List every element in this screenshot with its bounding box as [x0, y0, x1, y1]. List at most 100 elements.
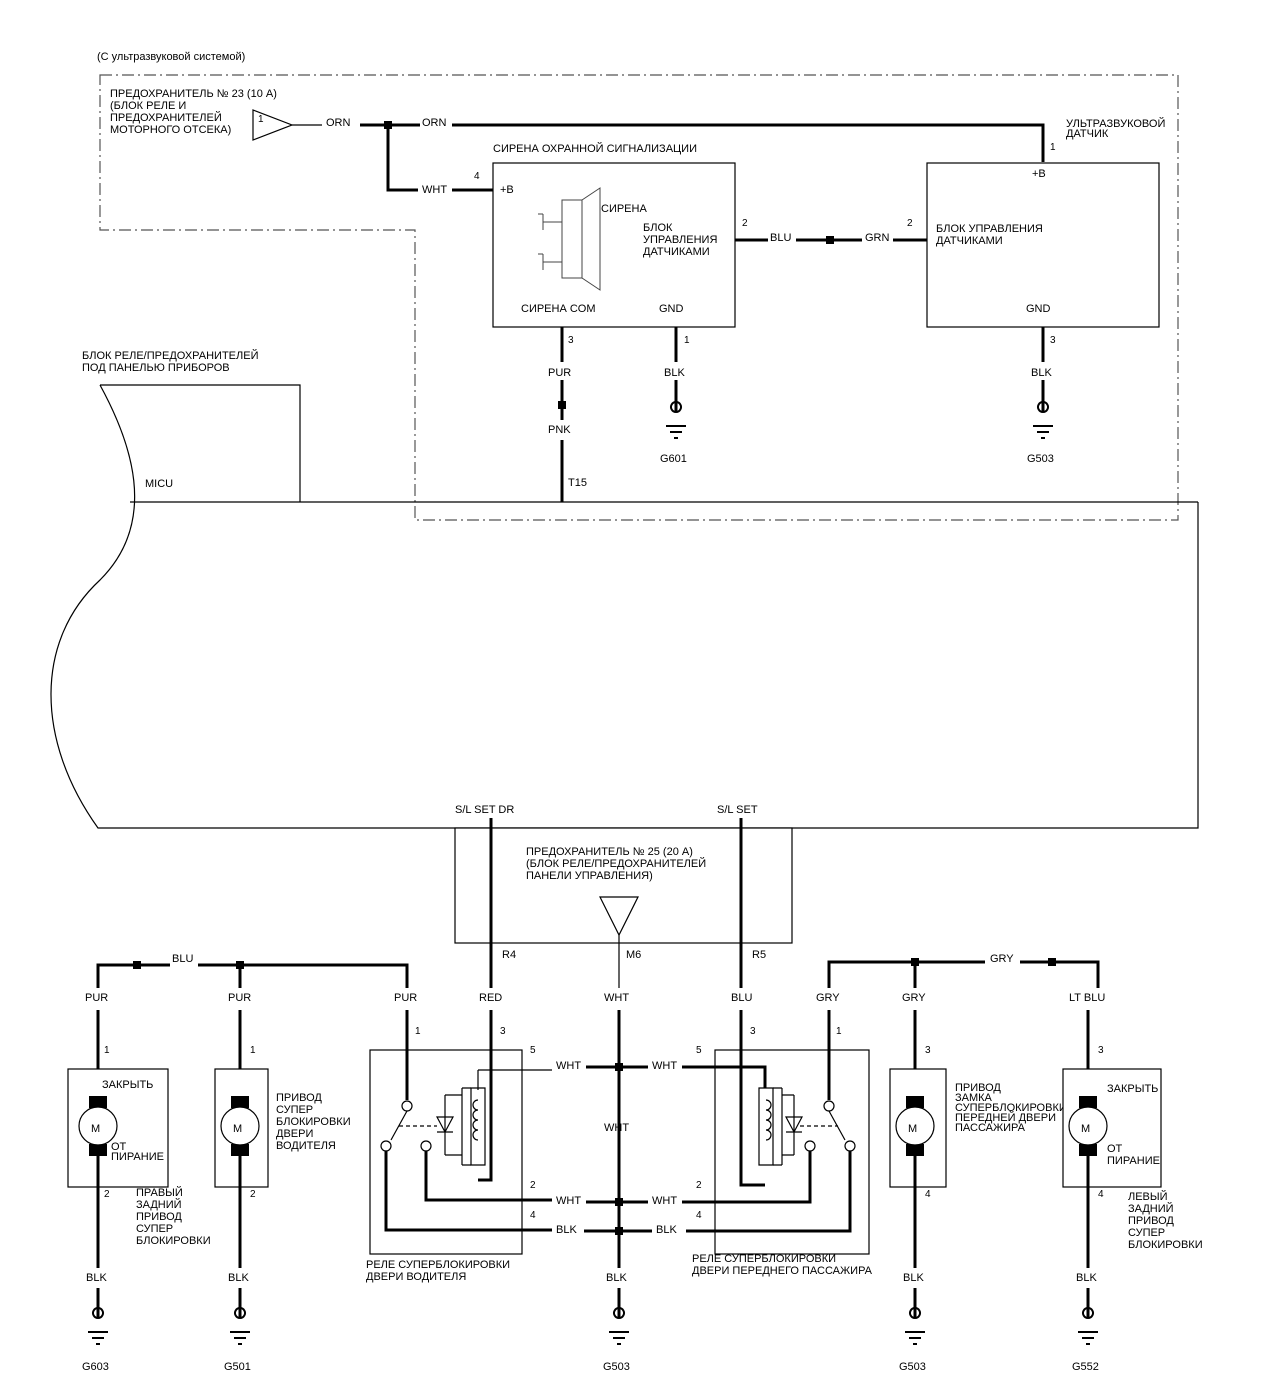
fuse25-label: (БЛОК РЕЛЕ/ПРЕДОХРАНИТЕЛЕЙ: [526, 857, 706, 870]
rr-actuator-label: СУПЕР: [136, 1223, 173, 1235]
splice: [615, 1063, 623, 1071]
ultrasonic-ctrl-label: ДАТЧИКАМИ: [936, 235, 1003, 247]
wire-label-blk: BLK: [556, 1224, 577, 1236]
pin-number: 4: [1098, 1189, 1104, 1200]
pin-number: 2: [104, 1189, 110, 1200]
fuse23-symbol: [252, 109, 294, 141]
ground-icon: [1033, 401, 1053, 439]
pa-actuator-label: ПАССАЖИРА: [955, 1122, 1026, 1134]
r5-label: R5: [752, 949, 766, 961]
wire-label-gry: GRY: [990, 953, 1014, 965]
pin-number: 2: [696, 1180, 702, 1191]
dr-actuator-label: БЛОКИРОВКИ: [276, 1116, 351, 1128]
motor-letter: M: [91, 1123, 100, 1135]
lr-actuator-label: ПРИВОД: [1128, 1215, 1174, 1227]
wire-label-orn: ORN: [326, 117, 351, 129]
pin-number: 2: [742, 218, 748, 229]
lr-from-label: ПИРАНИЕ: [1107, 1155, 1160, 1167]
ground-icon: [609, 1307, 629, 1345]
wire-label-blk: BLK: [228, 1272, 249, 1284]
siren-ctrl-label: БЛОК: [643, 222, 673, 234]
fuse25-label: ПРЕДОХРАНИТЕЛЬ № 25 (20 А): [526, 846, 693, 858]
pa-actuator-label: ПЕРЕДНЕЙ ДВЕРИ: [955, 1111, 1056, 1124]
relay-switch-icon: [800, 1100, 856, 1152]
wire-label-wht: WHT: [652, 1060, 677, 1072]
fuse23-label: ПРЕДОХРАНИТЕЛЕЙ: [110, 111, 222, 124]
ultrasonic-label: ДАТЧИК: [1066, 128, 1109, 140]
siren-speaker-icon: [538, 187, 601, 291]
wire-label-orn: ORN: [422, 117, 447, 129]
sl-set-label: S/L SET: [717, 804, 758, 816]
motor-icon: [895, 1096, 935, 1156]
wire-label-wht: WHT: [422, 184, 447, 196]
motor-letter: M: [908, 1123, 917, 1135]
wire-label-wht: WHT: [604, 1122, 629, 1134]
wire-label-wht: WHT: [556, 1060, 581, 1072]
fuse23-label: ПРЕДОХРАНИТЕЛЬ № 23 (10 А): [110, 88, 277, 100]
dr-actuator-label: ВОДИТЕЛЯ: [276, 1140, 336, 1152]
siren-plus-b: +B: [500, 184, 514, 196]
wire-label-blk: BLK: [664, 367, 685, 379]
pin-number: 4: [474, 171, 480, 182]
rr-actuator-label: ПРИВОД: [136, 1211, 182, 1223]
ground-label: G552: [1072, 1361, 1099, 1373]
dr-relay-label: ДВЕРИ ВОДИТЕЛЯ: [366, 1271, 466, 1283]
pa-actuator-label: ПРИВОД: [955, 1082, 1001, 1094]
ground-icon: [88, 1307, 108, 1345]
ground-icon: [1078, 1307, 1098, 1345]
pin-number: 1: [1050, 142, 1056, 153]
siren-block-title: СИРЕНА ОХРАННОЙ СИГНАЛИЗАЦИИ: [493, 142, 697, 155]
lr-close-label: ЗАКРЫТЬ: [1107, 1083, 1158, 1095]
pin-number: 3: [750, 1026, 756, 1037]
rr-actuator-label: БЛОКИРОВКИ: [136, 1235, 211, 1247]
fuse25-symbol: [599, 896, 639, 937]
wire-label-red: RED: [479, 992, 502, 1004]
dash-box-label: БЛОК РЕЛЕ/ПРЕДОХРАНИТЕЛЕЙ: [82, 349, 258, 362]
ultrasonic-sensor-block: [926, 162, 1160, 328]
rr-actuator-label: ЗАДНИЙ: [136, 1198, 182, 1211]
pin-number: 2: [530, 1180, 536, 1191]
pin-number: 1: [104, 1045, 110, 1056]
pin-number: 4: [925, 1189, 931, 1200]
m6-label: M6: [626, 949, 641, 961]
pin-number: 1: [250, 1045, 256, 1056]
wire-label-blk: BLK: [86, 1272, 107, 1284]
pa-actuator-label: ЗАМКА: [955, 1092, 993, 1104]
wire-label-wht: WHT: [556, 1195, 581, 1207]
pin-number: 5: [530, 1045, 536, 1056]
micu-label: MICU: [145, 478, 173, 490]
fuse23-label: МОТОРНОГО ОТСЕКА): [110, 124, 231, 136]
ultrasonic-gnd-label: GND: [1026, 303, 1051, 315]
fuse25-label: ПАНЕЛИ УПРАВЛЕНИЯ): [526, 870, 653, 882]
wire-label-pur: PUR: [85, 992, 108, 1004]
micu-outline: [50, 384, 1199, 829]
dr-relay-box: [369, 1049, 523, 1255]
pin-number: 3: [500, 1026, 506, 1037]
lr-actuator-label: ЗАДНИЙ: [1128, 1202, 1174, 1215]
pin-number: 4: [696, 1210, 702, 1221]
splice: [615, 1198, 623, 1206]
siren-label: СИРЕНА: [601, 203, 647, 215]
sl-set-dr-label: S/L SET DR: [455, 804, 514, 816]
dash-box-label: ПОД ПАНЕЛЬЮ ПРИБОРОВ: [82, 362, 230, 374]
dr-relay-label: РЕЛЕ СУПЕРБЛОКИРОВКИ: [366, 1259, 510, 1271]
fuse23-label: (БЛОК РЕЛЕ И: [110, 100, 186, 112]
ultrasonic-label: УЛЬТРАЗВУКОВОЙ: [1066, 117, 1165, 130]
dr-actuator-label: ДВЕРИ: [276, 1128, 313, 1140]
pa-actuator-label: СУПЕРБЛОКИРОВКИ: [955, 1102, 1067, 1114]
rr-from-label: ПИРАНИЕ: [111, 1151, 164, 1163]
fuse23-pin: 1: [258, 114, 264, 125]
ground-icon: [230, 1307, 250, 1345]
pin-number: 3: [925, 1045, 931, 1056]
siren-gnd-label: GND: [659, 303, 684, 315]
motor-icon: [1068, 1096, 1108, 1156]
dr-actuator-label: СУПЕР: [276, 1104, 313, 1116]
wire-label-blk: BLK: [656, 1224, 677, 1236]
pin-number: 5: [696, 1045, 702, 1056]
motor-letter: M: [1081, 1123, 1090, 1135]
relay-coil-icon: [436, 1087, 486, 1166]
wire-label-grn: GRN: [865, 232, 890, 244]
t15-label: T15: [568, 477, 587, 489]
ground-icon: [666, 401, 686, 439]
wire-label-wht: WHT: [652, 1195, 677, 1207]
